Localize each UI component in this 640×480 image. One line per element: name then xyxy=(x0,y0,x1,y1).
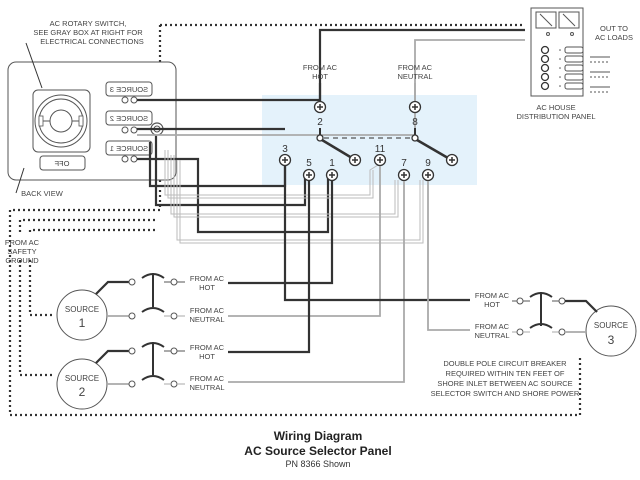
svg-text:1: 1 xyxy=(79,316,86,330)
position-plate-3 xyxy=(105,81,153,97)
position-label-1: SOURCE 1 xyxy=(110,144,148,153)
rotary-callout-line-1: AC ROTARY SWITCH, xyxy=(50,19,127,28)
source-1: SOURCE 1 FROM AC HOT FROM AC NEUTRAL xyxy=(56,273,225,341)
svg-text:HOT: HOT xyxy=(199,352,215,361)
load-wires xyxy=(590,56,610,93)
terminal-screw-2 xyxy=(313,100,327,114)
out-to-loads-label-1: OUT TO xyxy=(600,24,628,33)
rotary-callout-leader xyxy=(25,42,43,89)
svg-text:FROM AC: FROM AC xyxy=(190,374,225,383)
ground-label-1: FROM AC xyxy=(5,238,40,247)
rotary-callout-line-3: ELECTRICAL CONNECTIONS xyxy=(40,37,144,46)
terminal-screw-11 xyxy=(373,153,387,167)
back-view-leader xyxy=(15,167,25,194)
ground-label-3: GROUND xyxy=(5,256,39,265)
diagram-subtitle: AC Source Selector Panel xyxy=(244,444,391,458)
selector-input-neutral-label-1: FROM AC xyxy=(398,63,433,72)
terminal-screw-8 xyxy=(408,100,422,114)
breaker-note-line-2: REQUIRED WITHIN TEN FEET OF xyxy=(446,369,565,378)
terminal-screw-9 xyxy=(421,168,435,182)
off-label: OFF xyxy=(54,159,69,168)
selector-terminals: 2 8 3 5 1 11 7 9 xyxy=(278,100,459,182)
svg-text:FROM AC: FROM AC xyxy=(190,274,225,283)
part-number: PN 8366 Shown xyxy=(285,459,350,469)
terminal-screw-3 xyxy=(278,153,292,167)
distribution-panel-label-2: DISTRIBUTION PANEL xyxy=(516,112,595,121)
svg-text:HOT: HOT xyxy=(199,283,215,292)
rotary-switch-back-view: OFF SOURCE 3 SOURCE 2 SOURCE 1 xyxy=(7,61,177,181)
breaker-note-line-1: DOUBLE POLE CIRCUIT BREAKER xyxy=(443,359,567,368)
svg-text:FROM AC: FROM AC xyxy=(475,322,510,331)
source-3: SOURCE 3 FROM AC HOT FROM AC NEUTRAL xyxy=(474,291,637,357)
breaker-note-line-4: SELECTOR SWITCH AND SHORE POWER xyxy=(431,389,580,398)
terminal-label-5: 5 xyxy=(306,158,312,169)
out-to-loads-label-2: AC LOADS xyxy=(595,33,633,42)
breaker-note-line-3: SHORE INLET BETWEEN AC SOURCE xyxy=(437,379,572,388)
selector-input-neutral-label-2: NEUTRAL xyxy=(397,72,432,81)
off-label-plate xyxy=(39,155,86,171)
svg-text:NEUTRAL: NEUTRAL xyxy=(189,315,224,324)
svg-text:2: 2 xyxy=(79,385,86,399)
position-plate-2 xyxy=(105,110,153,126)
svg-text:SOURCE: SOURCE xyxy=(65,374,99,383)
distribution-panel-label-1: AC HOUSE xyxy=(536,103,575,112)
selector-input-hot-label-2: HOT xyxy=(312,72,328,81)
svg-text:NEUTRAL: NEUTRAL xyxy=(189,383,224,392)
terminal-label-2: 2 xyxy=(317,117,323,128)
terminal-screw-off-hot xyxy=(348,153,362,167)
terminal-label-1: 1 xyxy=(329,158,335,169)
terminal-label-8: 8 xyxy=(412,117,418,128)
position-label-2: SOURCE 2 xyxy=(110,114,148,123)
terminal-screw-1 xyxy=(325,168,339,182)
terminal-label-11: 11 xyxy=(375,144,386,155)
svg-text:SOURCE: SOURCE xyxy=(594,321,628,330)
terminal-label-3: 3 xyxy=(282,144,288,155)
source-wiring xyxy=(228,166,470,383)
terminal-label-9: 9 xyxy=(425,158,431,169)
ground-label-2: SAFETY xyxy=(7,247,36,256)
source-2: SOURCE 2 FROM AC HOT FROM AC NEUTRAL xyxy=(56,342,225,410)
svg-text:NEUTRAL: NEUTRAL xyxy=(474,331,509,340)
selector-input-hot-label-1: FROM AC xyxy=(303,63,338,72)
terminal-screw-7 xyxy=(397,168,411,182)
svg-text:HOT: HOT xyxy=(484,300,500,309)
terminal-screw-5 xyxy=(302,168,316,182)
svg-text:3: 3 xyxy=(608,333,615,347)
diagram-title: Wiring Diagram xyxy=(274,429,363,443)
ground-wiring xyxy=(8,23,582,417)
back-view-label: BACK VIEW xyxy=(21,189,64,198)
svg-text:FROM AC: FROM AC xyxy=(190,343,225,352)
terminal-screw-off-neutral xyxy=(445,153,459,167)
position-label-3: SOURCE 3 xyxy=(110,85,148,94)
rotary-callout-line-2: SEE GRAY BOX AT RIGHT FOR xyxy=(33,28,143,37)
svg-text:FROM AC: FROM AC xyxy=(190,306,225,315)
terminal-label-7: 7 xyxy=(401,158,407,169)
svg-text:FROM AC: FROM AC xyxy=(475,291,510,300)
ac-house-distribution-panel xyxy=(530,7,610,97)
panel-breakers xyxy=(540,45,584,91)
svg-text:SOURCE: SOURCE xyxy=(65,305,99,314)
position-plate-1 xyxy=(105,140,153,156)
